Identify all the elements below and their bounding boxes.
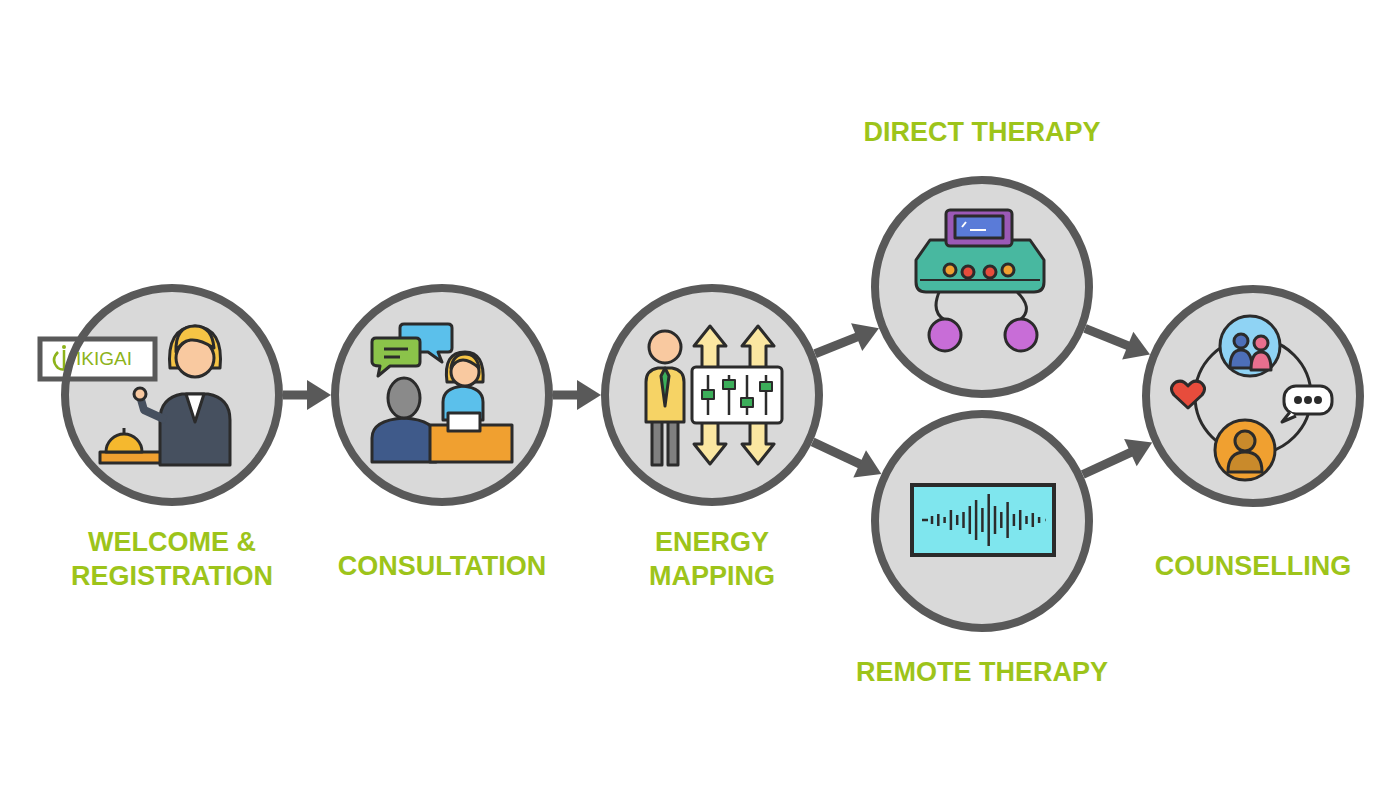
step-label: CONSULTATION [338, 550, 546, 584]
counselling-icon [1171, 316, 1332, 480]
circle-outline [871, 176, 1093, 398]
step-label: DIRECT THERAPY [864, 116, 1101, 150]
therapy-device-icon [916, 210, 1044, 351]
step-label: REMOTE THERAPY [856, 656, 1108, 690]
step-label: ENERGY MAPPING [612, 526, 812, 594]
process-circle: DIRECT THERAPY [871, 176, 1093, 398]
step-label: WELCOME & REGISTRATION [52, 526, 292, 594]
flow-arrow [1085, 328, 1150, 359]
arrow-head [1124, 439, 1152, 466]
logo-text: IKIGAI [76, 347, 132, 371]
process-circle: ENERGY MAPPING [601, 284, 823, 506]
process-circle: COUNSELLING [1142, 285, 1364, 507]
arrow-shaft [815, 336, 860, 354]
logo-box [40, 339, 155, 379]
circle-border [605, 288, 819, 502]
circle-outline [61, 284, 283, 506]
circle-border [1146, 289, 1360, 503]
flow-arrow [1083, 439, 1152, 475]
arrow-shaft [1083, 451, 1134, 475]
waveform-icon [912, 485, 1054, 555]
circle-border [875, 414, 1089, 628]
consultation-icon [372, 324, 512, 462]
arrow-shaft [1085, 328, 1131, 347]
energy-mapping-icon [646, 326, 782, 465]
circle-outline [1142, 285, 1364, 507]
arrow-head [307, 380, 331, 410]
circle-border [65, 288, 279, 502]
process-circle: WELCOME & REGISTRATION [61, 284, 283, 506]
flow-arrow [815, 323, 879, 354]
arrow-head [853, 450, 881, 477]
circle-border [875, 180, 1089, 394]
circle-outline [331, 284, 553, 506]
arrow-shaft [813, 442, 864, 466]
step-label: COUNSELLING [1155, 550, 1352, 584]
flow-arrow [813, 442, 882, 478]
circle-outline [601, 284, 823, 506]
arrow-head [577, 380, 601, 410]
flow-arrow [283, 380, 331, 410]
circle-border [335, 288, 549, 502]
process-circle: REMOTE THERAPY [871, 410, 1093, 632]
arrow-head [851, 323, 879, 351]
process-circle: CONSULTATION [331, 284, 553, 506]
flow-arrow [553, 380, 601, 410]
circle-outline [871, 410, 1093, 632]
arrow-shaft [283, 391, 311, 400]
arrow-head [1122, 332, 1150, 360]
arrow-shaft [553, 391, 581, 400]
